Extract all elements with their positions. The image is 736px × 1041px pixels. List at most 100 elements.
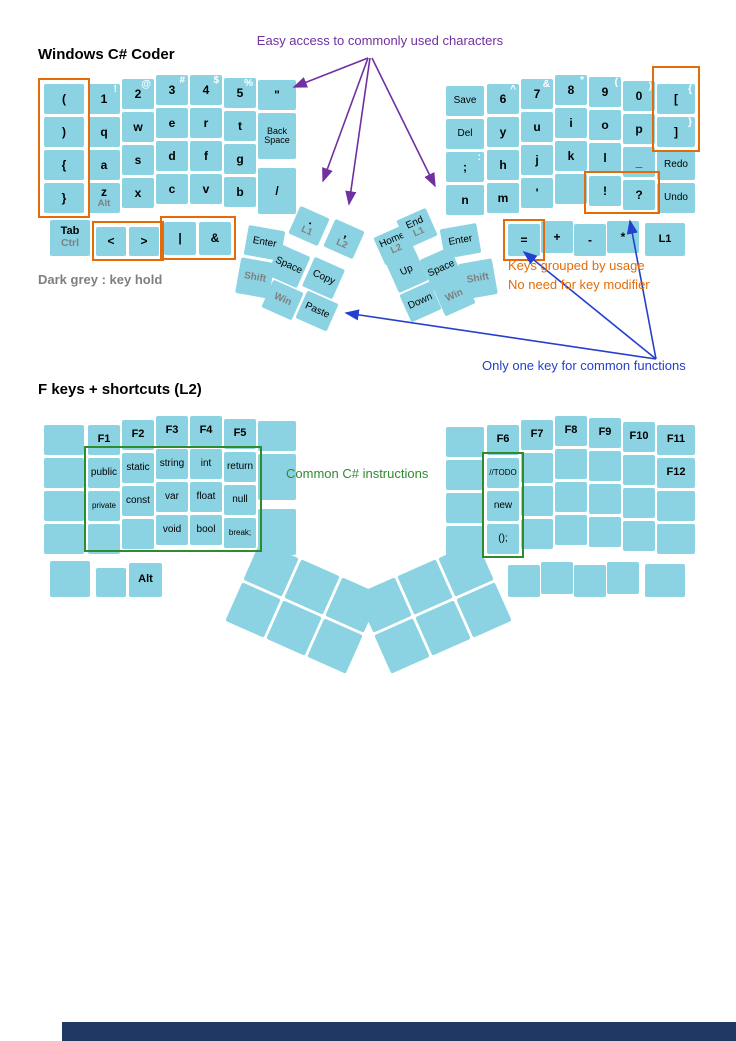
key-label: x [134, 185, 142, 200]
key-label: " [274, 87, 280, 102]
key-blank [623, 521, 655, 551]
key-blank [446, 427, 484, 457]
key-y: y [487, 117, 519, 147]
key-blank [607, 562, 639, 594]
key-shift-label: # [179, 75, 185, 86]
key-shift-label: : [477, 152, 481, 163]
key-label: l [603, 150, 607, 165]
key-blank [521, 486, 553, 516]
key-hold-label: L1 [411, 224, 427, 240]
key-i: i [555, 108, 587, 138]
key-label: n [461, 192, 469, 207]
key-Redo: Redo [657, 150, 695, 180]
layer2-title: F keys + shortcuts (L2) [38, 381, 202, 398]
key-label: var [165, 490, 179, 502]
key-label: i [569, 115, 573, 130]
key-blank [258, 509, 296, 555]
key-blank [456, 582, 512, 638]
key-label: { [61, 157, 67, 172]
key-blank [589, 484, 621, 514]
key-F11: F11 [657, 425, 695, 455]
key-6: ^6 [487, 84, 519, 114]
key-label: 3 [168, 82, 176, 97]
key-label: z [101, 185, 107, 200]
key-label: * [620, 229, 626, 244]
key-blank [446, 460, 484, 490]
key-p: p [623, 114, 655, 144]
key-label: 7 [533, 86, 541, 101]
key-label: q [100, 124, 108, 139]
blue-arrow [344, 309, 657, 360]
key->: > [129, 227, 159, 256]
key-Shift: Shift [458, 258, 498, 300]
key-blank [258, 421, 296, 451]
key-shift-label: } [688, 117, 692, 128]
key-+: + [541, 221, 573, 253]
key-blank [521, 453, 553, 483]
key-k: k [555, 141, 587, 171]
orange-highlight-box [584, 171, 660, 214]
key-blank [44, 458, 84, 488]
key-1: !1 [88, 84, 120, 114]
key-label: . [306, 213, 316, 229]
key-label: L1 [658, 232, 672, 245]
key-label: Save [453, 94, 477, 106]
key-Enter: Enter [243, 225, 286, 261]
key-blank [521, 519, 553, 549]
key-blank [44, 491, 84, 521]
key-F4: F4 [190, 416, 222, 446]
key-label: F12 [666, 466, 686, 479]
key-label: m [497, 190, 509, 205]
key-label: F4 [199, 424, 213, 437]
layer1-title: Windows C# Coder [38, 46, 175, 63]
purple-arrow [371, 57, 436, 188]
key-label: string [159, 457, 185, 469]
key-label: t [238, 118, 242, 133]
key-a: a [88, 150, 120, 180]
key-3: #3 [156, 75, 188, 105]
key-label: private [91, 500, 116, 510]
key-blank [225, 582, 281, 638]
purple-arrow [322, 57, 369, 183]
key-label: ? [635, 187, 643, 202]
key-label: j [535, 152, 539, 167]
key-label: 1 [100, 91, 108, 106]
key-label: Del [457, 127, 473, 139]
key-label: F3 [165, 424, 179, 437]
orange-highlight-box [92, 221, 164, 261]
key-label: (); [498, 532, 508, 544]
key-label: k [567, 148, 575, 163]
key-label: y [499, 124, 507, 139]
key-blank [122, 519, 154, 549]
key-label: ) [62, 124, 66, 139]
key-void: void [156, 515, 188, 545]
key-_: _ [623, 147, 655, 177]
key-Shift: Shift [235, 257, 275, 299]
key-shift-label: ! [113, 84, 117, 95]
key-label: ; [463, 159, 467, 174]
key-label: break; [228, 527, 252, 537]
key-label: = [520, 232, 528, 247]
key-label: void [162, 523, 182, 535]
orange-highlight-box [652, 66, 700, 152]
key-label: Alt [138, 573, 153, 586]
key-Win: Win [433, 275, 476, 317]
key-label: s [134, 152, 142, 167]
key-5: %5 [224, 78, 256, 108]
key-label: F1 [97, 433, 111, 446]
key-shift-label: * [580, 75, 584, 86]
key-f: f [190, 141, 222, 171]
key-label: o [601, 117, 609, 132]
key-label: null [232, 493, 248, 505]
key-label: g [236, 151, 244, 166]
orange-highlight-box [160, 216, 236, 260]
key-d: d [156, 141, 188, 171]
key-label: F8 [564, 424, 578, 437]
key-[: {[ [657, 84, 695, 114]
key-label: F6 [496, 433, 510, 446]
key-label: } [61, 190, 67, 205]
